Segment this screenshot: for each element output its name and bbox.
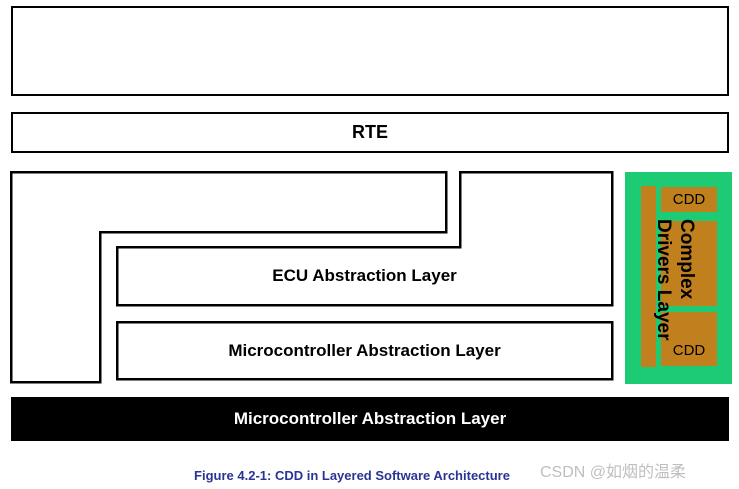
mcal-box-text: Microcontroller Abstraction Layer: [228, 340, 501, 360]
rte-layer-box: RTE: [11, 112, 729, 153]
cdd-middle-block: [661, 221, 717, 306]
figure-caption: Figure 4.2-1: CDD in Layered Software Ar…: [194, 468, 510, 483]
csdn-watermark: CSDN @如烟的温柔: [540, 464, 687, 481]
cdd-bottom-label: CDD: [672, 342, 706, 359]
rte-label: RTE: [352, 122, 388, 142]
cdd-top-block: CDD: [661, 187, 717, 212]
complex-drivers-panel: CDD CDD Complex Drivers Layer: [625, 172, 732, 384]
complex-drivers-layer-title: Complex Drivers Layer: [653, 219, 697, 341]
cdd-bottom-block: CDD: [661, 312, 717, 366]
bottom-hardware-bar: Microcontroller Abstraction Layer: [11, 397, 729, 441]
application-layer-box: [11, 6, 729, 96]
ecu-abstraction-layer-text: ECU Abstraction Layer: [272, 266, 457, 285]
cdd-top-label: CDD: [672, 191, 706, 208]
bottom-bar-text: Microcontroller Abstraction Layer: [233, 409, 507, 428]
cdd-vertical-bar: [641, 186, 656, 367]
ecu-abstraction-layer-label: ECU Abstraction Layer: [117, 247, 612, 305]
mcal-box-label: Microcontroller Abstraction Layer: [117, 322, 612, 379]
